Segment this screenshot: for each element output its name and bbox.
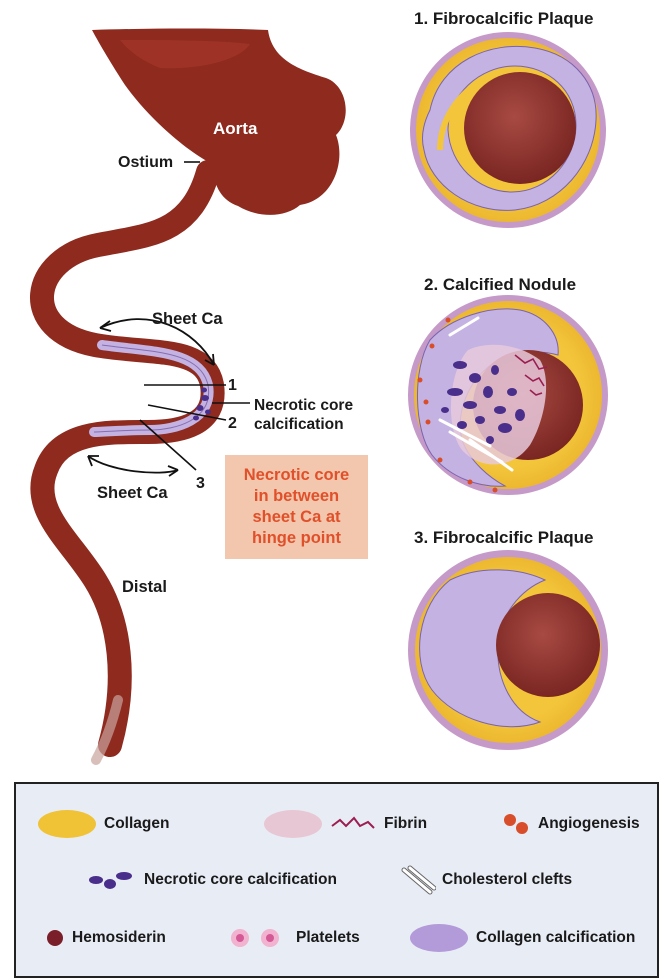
panel-3-lumen: [496, 593, 600, 697]
legend: Collagen Fibrin Angiogenesis Necrotic co…: [14, 782, 659, 978]
note-line-1: Necrotic core: [244, 465, 349, 486]
sheet-ca-bottom-arrow: [88, 456, 178, 473]
legend-hemosiderin: Hemosiderin: [44, 922, 166, 954]
necrotic-core-icon: [86, 864, 138, 896]
necrotic-core-label-line1: Necrotic core: [254, 397, 353, 414]
fibrin-icon: [328, 808, 378, 840]
legend-angiogenesis-label: Angiogenesis: [538, 815, 640, 833]
legend-collagen-calc: Collagen calcification: [408, 922, 635, 954]
collagen-light-swatch-icon: [262, 808, 324, 840]
vessel-group: [42, 29, 346, 761]
platelets-icon: [222, 922, 290, 954]
legend-collagen-label: Collagen: [104, 815, 169, 833]
note-line-3: sheet Ca at: [244, 507, 349, 528]
legend-platelets: Platelets: [222, 922, 360, 954]
sheet-ca-top-label: Sheet Ca: [152, 310, 223, 328]
panel-2-cross-section: [408, 295, 608, 495]
hemosiderin-icon: [44, 922, 66, 954]
legend-cholesterol: Cholesterol clefts: [400, 864, 572, 896]
legend-hemosiderin-label: Hemosiderin: [72, 929, 166, 947]
legend-angiogenesis: Angiogenesis: [500, 808, 640, 840]
panel-2-title: 2. Calcified Nodule: [424, 275, 576, 294]
panel-3-cross-section: [408, 550, 608, 750]
cholesterol-clefts-icon: [400, 864, 436, 896]
legend-collagen: Collagen: [36, 808, 169, 840]
distal-label: Distal: [122, 578, 167, 596]
collagen-calcification-icon: [408, 922, 470, 954]
panel-1-lumen: [464, 72, 576, 184]
marker-1: 1: [228, 377, 237, 394]
legend-necrotic: Necrotic core calcification: [86, 864, 337, 896]
legend-fibrin-label: Fibrin: [384, 815, 427, 833]
note-line-2: in between: [244, 486, 349, 507]
ostium-label: Ostium: [118, 154, 173, 171]
angiogenesis-icon: [500, 808, 532, 840]
note-line-4: hinge point: [244, 528, 349, 549]
aorta-label: Aorta: [213, 119, 258, 138]
coronary-artery: [42, 172, 213, 745]
artery-diagram: Aorta Ostium Sheet Ca Sheet Ca Distal 1 …: [0, 0, 669, 780]
legend-platelets-label: Platelets: [296, 929, 360, 947]
panel-1-cross-section: [410, 32, 606, 228]
legend-necrotic-label: Necrotic core calcification: [144, 871, 337, 889]
panel-1-title: 1. Fibrocalcific Plaque: [414, 9, 594, 28]
legend-fibrin-group: [262, 808, 330, 840]
legend-cholesterol-label: Cholesterol clefts: [442, 871, 572, 889]
marker-2: 2: [228, 415, 237, 432]
sheet-ca-bottom-label: Sheet Ca: [97, 484, 168, 502]
marker-3: 3: [196, 475, 205, 492]
necrotic-core-label-line2: calcification: [254, 416, 344, 433]
hinge-point-note: Necrotic core in between sheet Ca at hin…: [225, 455, 368, 559]
legend-collagen-calc-label: Collagen calcification: [476, 929, 635, 947]
panel-3-title: 3. Fibrocalcific Plaque: [414, 528, 594, 547]
legend-fibrin: Fibrin: [328, 808, 427, 840]
collagen-swatch-icon: [36, 808, 98, 840]
